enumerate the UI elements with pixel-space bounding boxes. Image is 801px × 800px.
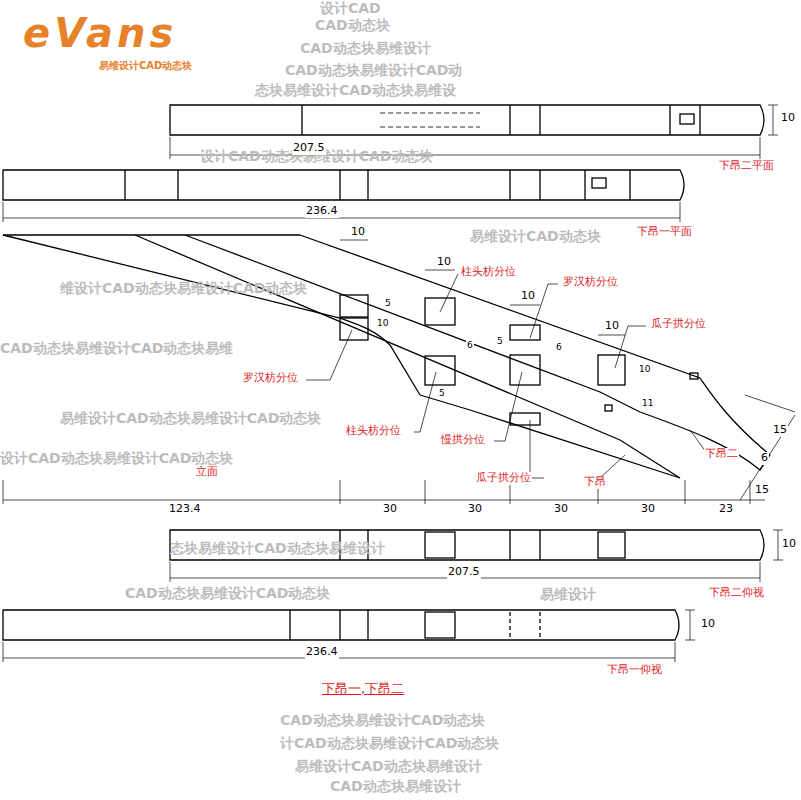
- view-name: 立面: [195, 466, 219, 479]
- dimension-value: 5: [496, 336, 504, 346]
- view-name: 下昂一平面: [636, 226, 693, 239]
- view-name: 下昂二平面: [718, 160, 775, 173]
- dimension-value: 10: [638, 364, 651, 374]
- watermark: CAD动态块易维设计CAD动: [285, 62, 462, 78]
- part-label: 下昂二: [704, 448, 739, 461]
- dimension-value: 15: [754, 484, 770, 497]
- dimension-value: 207.5: [292, 142, 326, 155]
- dimension-value: 10: [780, 112, 796, 125]
- dimension-value: 236.4: [305, 205, 339, 218]
- part-label: 柱头枋分位: [345, 425, 402, 438]
- watermark: CAD动态块易维设计CAD动态块易维: [0, 340, 233, 356]
- logo-text: 易维设计CAD动态块: [98, 60, 193, 72]
- drawing-caption: 下昂一,下昂二: [320, 680, 406, 698]
- watermark: 维设计CAD动态块易维设计CAD动态块: [60, 280, 307, 296]
- dimension-value: 5: [384, 298, 392, 308]
- dimension-value: 123.4: [168, 503, 202, 516]
- dimension-value: 236.4: [305, 646, 339, 659]
- dimension-value: 30: [553, 503, 569, 516]
- part-label: 罗汉枋分位: [562, 276, 619, 289]
- watermark: 设计CAD: [320, 0, 381, 16]
- watermark: CAD动态块: [315, 17, 390, 33]
- dimension-value: 23: [718, 503, 734, 516]
- dimension-value: 10: [604, 320, 620, 333]
- dimension-value: 10: [520, 290, 536, 303]
- dimension-value: 6: [760, 452, 769, 465]
- dimension-value: 207.5: [447, 566, 481, 579]
- dimension-value: 6: [555, 342, 563, 352]
- watermark: 易维设计CAD动态块: [470, 228, 601, 244]
- part-label: 瓜子拱分位: [650, 318, 707, 331]
- watermark: 计CAD动态块易维设计CAD动态块: [280, 735, 499, 751]
- watermark: 易维设计CAD动态块易维设计CAD动态块: [60, 410, 321, 426]
- part-label: 瓜子拱分位: [475, 472, 532, 485]
- dimension-value: 10: [700, 618, 716, 631]
- dimension-value: 30: [382, 503, 398, 516]
- part-label: 下昂: [583, 476, 607, 489]
- dimension-value: 15: [772, 424, 788, 437]
- part-label: 柱头枋分位: [460, 266, 517, 279]
- watermark: 易维设计CAD动态块易维设计: [295, 758, 482, 774]
- watermark: CAD动态块易维设计: [330, 778, 461, 794]
- dimension-value: 10: [781, 538, 797, 551]
- dimension-value: 30: [640, 503, 656, 516]
- watermark: 态块易维设计CAD动态块易维设计: [170, 540, 385, 556]
- part-label: 慢拱分位: [440, 434, 486, 447]
- dimension-value: 5: [438, 388, 446, 398]
- view-name: 下昂一仰视: [606, 664, 663, 677]
- dimension-value: 10: [436, 256, 452, 269]
- logo-text: eVans: [22, 10, 178, 56]
- watermark: CAD动态块易维设计CAD动态块: [280, 712, 485, 728]
- dimension-value: 11: [641, 398, 654, 408]
- dimension-value: 10: [350, 226, 366, 239]
- watermark: 设计CAD动态块易维设计CAD动态块: [0, 450, 233, 466]
- dimension-value: 6: [466, 340, 474, 350]
- part-label: 罗汉枋分位: [242, 372, 299, 385]
- dimension-value: 30: [467, 503, 483, 516]
- watermark: 态块易维设计CAD动态块易维设: [255, 82, 456, 98]
- watermark: CAD动态块易维设计: [300, 40, 431, 56]
- watermark: 易维设计: [540, 586, 596, 602]
- view-name: 下昂二仰视: [708, 587, 765, 600]
- dimension-value: 10: [376, 318, 389, 328]
- watermark: CAD动态块易维设计CAD动态块: [125, 585, 330, 601]
